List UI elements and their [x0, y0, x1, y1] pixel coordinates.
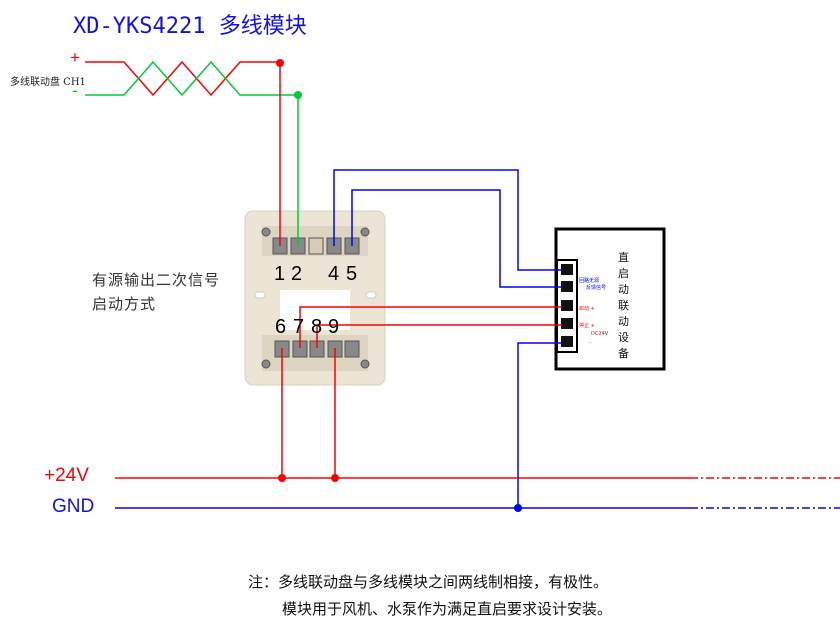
power-bus-label: +24V: [44, 465, 89, 486]
diagram-title: XD-YKS4221 多线模块: [73, 14, 307, 39]
terminal-label: 7: [293, 316, 305, 338]
terminal-label: 1: [274, 263, 286, 285]
terminal-label: 5: [346, 263, 358, 285]
device-label: -: [589, 340, 591, 346]
device-label: 停止 +: [579, 323, 595, 329]
module-housing: [244, 210, 386, 386]
mode-description: 有源输出二次信号 启动方式: [92, 268, 220, 316]
linkage-device: [554, 227, 666, 371]
junction-dots: [276, 59, 522, 512]
note-line: 模块用于风机、水泵作为满足直启要求设计安装。: [282, 600, 613, 618]
mode-line: 启动方式: [92, 295, 157, 313]
terminal-label: 8: [311, 316, 323, 338]
terminal-label: 4: [328, 263, 340, 285]
terminal-label: 9: [328, 316, 340, 338]
note-line: 注：多线联动盘与多线模块之间两线制相接，有极性。: [248, 573, 609, 591]
plus-label: +: [70, 48, 80, 67]
device-label: 反馈信号: [586, 285, 607, 291]
device-name: 直启动联动设备: [618, 251, 629, 360]
terminal-label: 6: [275, 316, 287, 338]
ground-bus-label: GND: [52, 496, 95, 517]
device-label: DC24V: [591, 331, 609, 337]
mode-line: 有源输出二次信号: [92, 271, 221, 289]
wires: [115, 62, 840, 509]
device-label: 启动 +: [579, 306, 595, 312]
device-label: 回路无源: [579, 278, 600, 284]
twisted-pair: [85, 60, 298, 97]
panel-label: 多线联动盘 CH1: [10, 77, 86, 88]
minus-label: -: [72, 81, 78, 100]
terminal-label: 2: [291, 263, 303, 285]
